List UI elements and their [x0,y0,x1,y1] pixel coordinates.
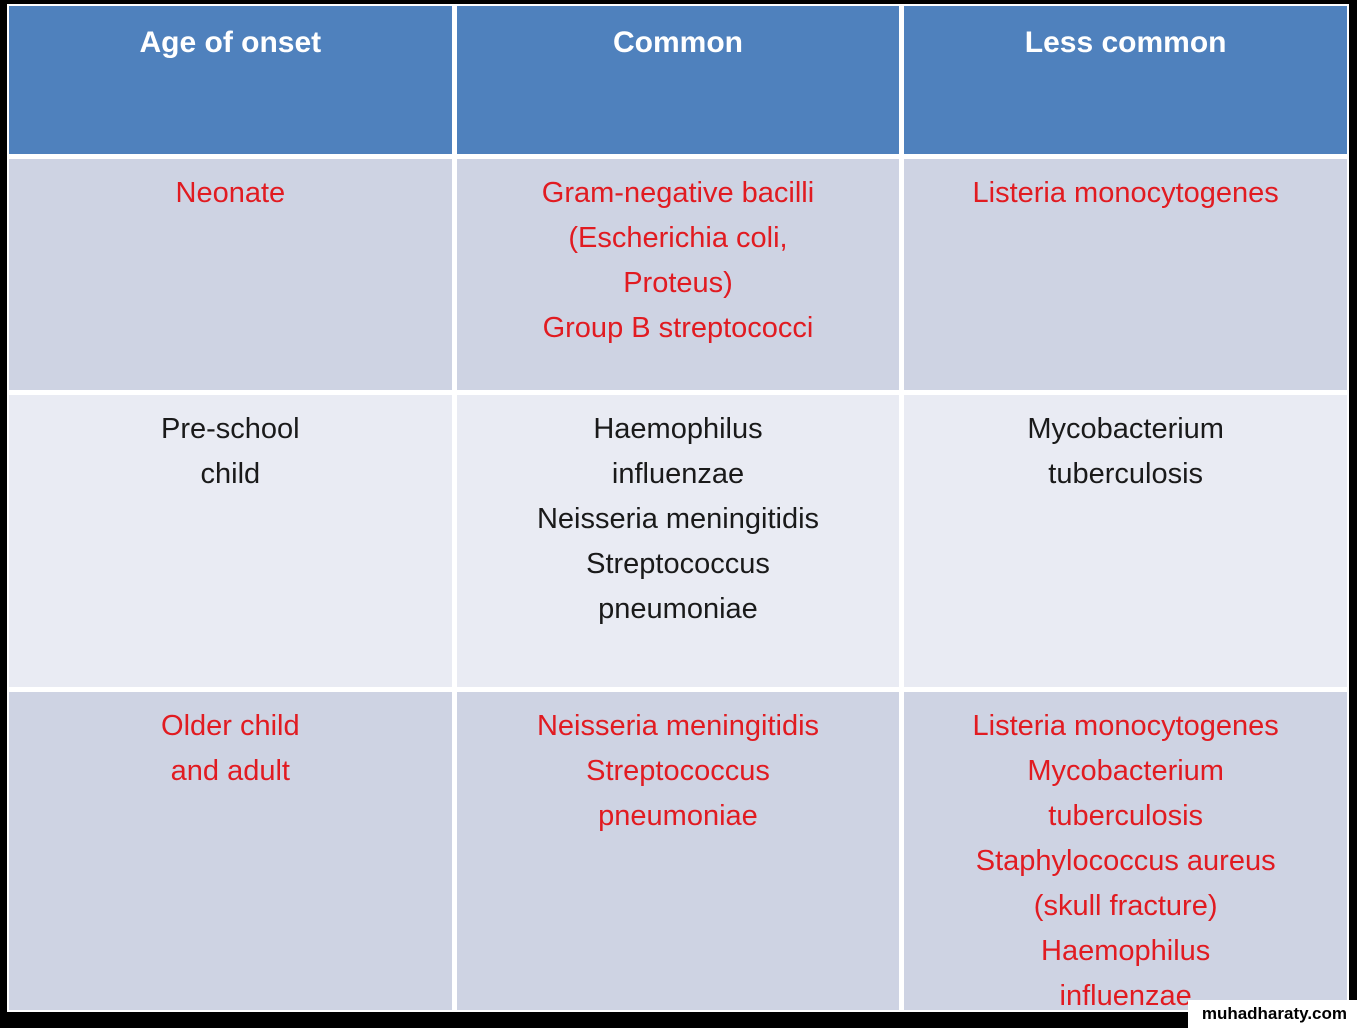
cell-neonate-less-common: Listeria monocytogenes [904,159,1347,390]
cell-preschool-less-common: Mycobacterium tuberculosis [904,395,1347,687]
cell-neonate-common: Gram-negative bacilli (Escherichia coli,… [456,159,900,390]
header-cell-age-of-onset: Age of onset [9,6,452,154]
header-cell-common: Common [456,6,900,154]
cell-neonate-age: Neonate [9,159,452,390]
table-grid: Age of onset Common Less common Neonate … [9,6,1347,1010]
cell-older-child-adult-common: Neisseria meningitidis Streptococcus pne… [456,692,900,1010]
watermark-label: muhadharaty.com [1187,1000,1357,1028]
meningitis-pathogens-table: Age of onset Common Less common Neonate … [7,4,1349,1012]
cell-older-child-adult-age: Older child and adult [9,692,452,1010]
cell-preschool-common: Haemophilus influenzae Neisseria meningi… [456,395,900,687]
cell-older-child-adult-less-common: Listeria monocytogenes Mycobacterium tub… [904,692,1347,1010]
cell-preschool-age: Pre-school child [9,395,452,687]
header-cell-less-common: Less common [904,6,1347,154]
